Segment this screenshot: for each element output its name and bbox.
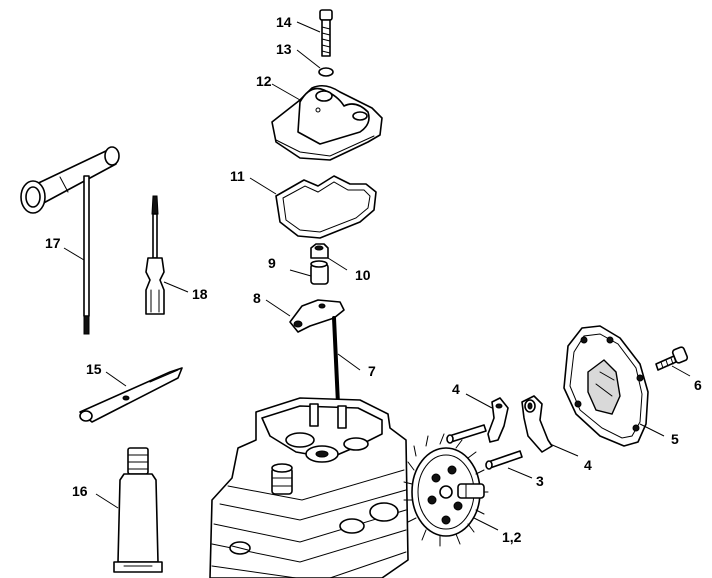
leader-10	[327, 257, 348, 271]
leader-13	[296, 49, 321, 69]
callout-8: 8	[253, 290, 261, 306]
callout-5: 5	[671, 431, 679, 447]
callout-12: 12	[256, 73, 272, 89]
part-4-lever-a	[487, 397, 509, 443]
leader-4b	[549, 443, 579, 457]
part-16-grease-tube	[113, 447, 163, 573]
part-18-screwdriver	[145, 195, 165, 315]
callout-10: 10	[355, 267, 371, 283]
callout-14: 14	[276, 14, 292, 30]
part-6-bolt	[655, 346, 689, 371]
part-12-valve-cover	[271, 84, 383, 161]
callout-4a: 4	[452, 381, 460, 397]
leader-1-2	[473, 517, 499, 531]
cylinder-head	[209, 397, 409, 578]
callout-9: 9	[268, 255, 276, 271]
leader-4a	[465, 393, 493, 409]
leader-11	[249, 177, 277, 195]
callout-17: 17	[45, 235, 61, 251]
callout-6: 6	[694, 377, 702, 393]
callout-4b: 4	[584, 457, 592, 473]
leader-14	[296, 21, 321, 33]
leader-8	[265, 299, 291, 317]
part-13-washer	[318, 67, 334, 77]
leader-16	[95, 493, 119, 509]
leader-5	[639, 423, 665, 437]
leader-6	[671, 365, 691, 377]
part-5-cover-plate	[563, 325, 649, 447]
part-3-pin-a	[446, 424, 487, 444]
callout-15: 15	[86, 361, 102, 377]
callout-16: 16	[72, 483, 88, 499]
callout-7: 7	[368, 363, 376, 379]
part-1-2-gear	[403, 433, 489, 547]
leader-3	[507, 467, 533, 479]
part-15-feeler-gauge	[79, 367, 183, 423]
part-4-lever-b	[521, 395, 553, 453]
part-7-push-rod	[332, 316, 340, 406]
part-9-bushing	[310, 260, 329, 285]
part-14-screw	[319, 9, 333, 57]
leader-7	[337, 353, 361, 371]
leader-9	[289, 269, 312, 277]
part-3-pin-b	[485, 450, 523, 470]
part-8-rocker-arm	[289, 299, 345, 333]
part-10-nut	[310, 243, 329, 259]
callout-3: 3	[536, 473, 544, 489]
callout-13: 13	[276, 41, 292, 57]
leader-17	[63, 247, 85, 261]
callout-11: 11	[230, 168, 245, 184]
part-17-t-wrench	[20, 146, 120, 335]
leader-18	[163, 281, 189, 293]
callout-18: 18	[192, 286, 208, 302]
leader-15	[105, 371, 127, 387]
part-11-gasket	[275, 175, 377, 239]
leader-12	[271, 83, 301, 101]
callout-1-2: 1,2	[502, 529, 522, 545]
